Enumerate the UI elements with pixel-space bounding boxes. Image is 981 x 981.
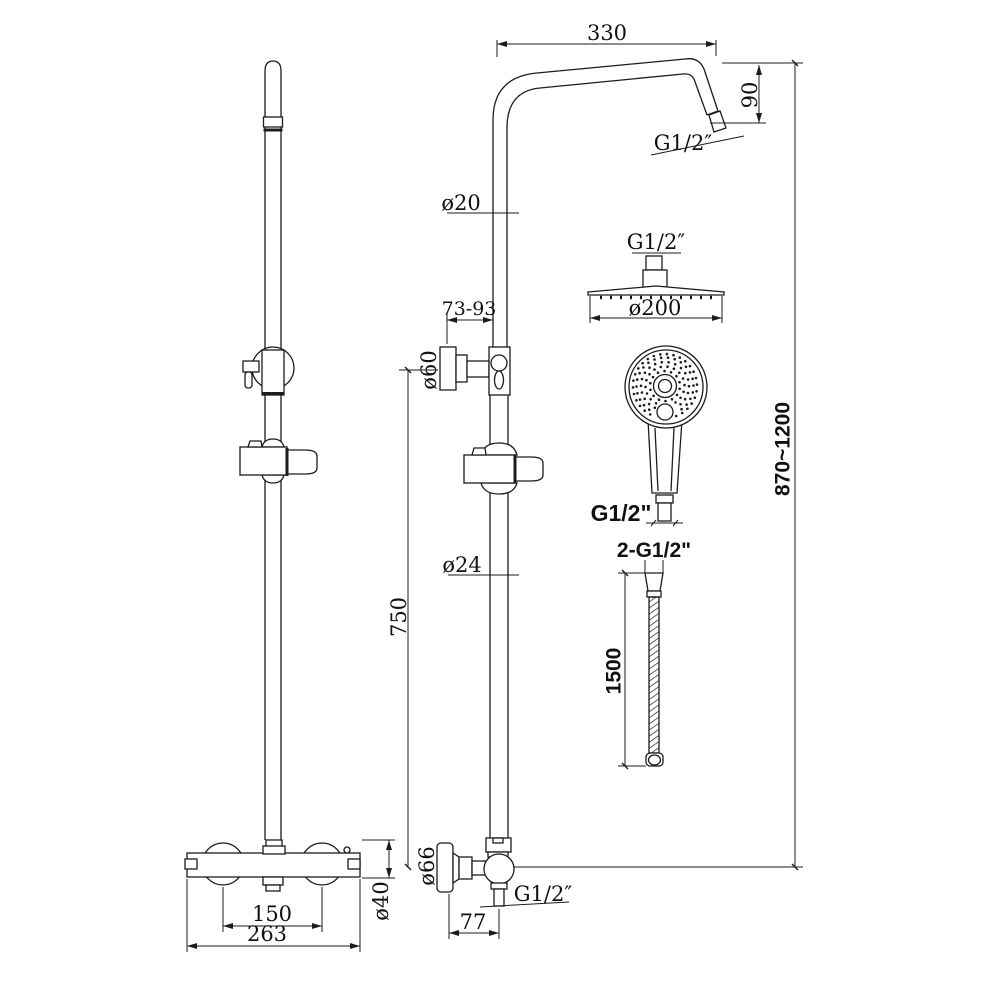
bracket-knob <box>490 354 508 372</box>
lower-pipe-dia-label: ø24 <box>442 553 481 577</box>
leader-inlet-thread <box>479 901 570 908</box>
holder-cup <box>514 456 544 482</box>
side-valve-body <box>186 852 361 878</box>
bracket-adjust-label: 73-93 <box>442 298 497 320</box>
side-holder-bottom-fillet <box>261 474 285 484</box>
inlet-flange <box>436 842 454 893</box>
side-holder-tab <box>247 440 263 448</box>
hose-length-label: 1500 <box>603 648 626 695</box>
side-holder-block <box>239 446 288 476</box>
side-valve-left-cap <box>184 858 198 870</box>
arm-nipple <box>708 110 727 133</box>
outlet-stub <box>493 888 505 907</box>
bracket-step <box>455 354 468 383</box>
dim-outlet-spacing-label: 150 <box>252 902 292 926</box>
rain-head-stub-upper <box>645 255 663 271</box>
hose-top-nut <box>644 572 664 592</box>
hose-threads-label: 2-G1/2" <box>617 539 691 562</box>
hand-shower-handle <box>647 419 683 494</box>
side-valve-right-cap <box>347 858 361 870</box>
rain-head-detail: G1/2″ ø200 <box>587 230 725 323</box>
bracket-flange-dia-label: ø60 <box>417 350 441 389</box>
hand-shower-spray-dots <box>631 352 699 418</box>
handle-contour-right <box>670 427 675 492</box>
height-range-label: 870~1200 <box>772 402 795 496</box>
arm-joint-line <box>706 110 719 116</box>
hose-top-band <box>646 590 662 598</box>
side-valve-outlet <box>262 876 284 886</box>
side-column <box>264 60 282 840</box>
hand-shower-center-ring <box>652 373 678 399</box>
side-view: 150 263 ø40 <box>184 60 395 952</box>
upper-pipe-dia-label: ø20 <box>441 191 480 215</box>
dim-pipe-length-label: 750 <box>387 597 411 637</box>
bracket-knob-handle <box>493 370 505 390</box>
rain-head-dia-label: ø200 <box>629 296 682 320</box>
inlet-hex-nut <box>458 856 473 880</box>
holder-block <box>463 454 516 484</box>
arm-inner <box>506 73 708 347</box>
hand-shower-center-hole <box>657 378 673 394</box>
outlet-collar <box>490 882 508 890</box>
hose-body <box>648 596 660 754</box>
hand-shower-connector <box>657 502 672 522</box>
side-bracket-lever-pin <box>244 371 253 389</box>
side-bracket-lever <box>242 360 260 373</box>
handle-contour-left <box>654 427 659 492</box>
bracket-pipe <box>466 360 490 378</box>
side-bracket-slider <box>261 349 285 396</box>
dim-arm-length-label: 330 <box>587 21 627 45</box>
front-view: 330 90 G1/2″ ø20 750 73-93 ø60 <box>387 21 803 939</box>
inlet-ball-joint <box>483 853 515 885</box>
arm-thread-label: G1/2″ <box>654 131 713 155</box>
side-valve-button <box>343 846 351 854</box>
inlet-flange-dia-label: ø66 <box>415 846 439 885</box>
hose-detail: 2-G1/2" 1500 <box>603 539 691 770</box>
side-valve-outlet-tip <box>265 884 281 892</box>
column-base-nut-notch <box>492 837 504 844</box>
holder-tab <box>471 447 487 456</box>
tick-hand-right <box>672 519 679 527</box>
side-valve-top-nut <box>262 845 286 855</box>
rain-head-stub-lower <box>642 269 668 288</box>
rain-head-thread-label: G1/2″ <box>627 230 686 254</box>
dim-valve-width-label: 263 <box>247 922 287 946</box>
tick-hand-left <box>650 519 657 527</box>
holder-top-fillet <box>480 442 518 456</box>
holder-bottom-fillet <box>480 482 518 495</box>
leader-arm-thread <box>650 135 745 156</box>
hose-bottom-nut-face <box>647 754 662 766</box>
dim-valve-dia-label: ø40 <box>369 881 393 920</box>
inlet-offset-label: 77 <box>460 910 487 934</box>
inlet-thread-label: G1/2″ <box>514 882 573 906</box>
hand-shower-mode-button <box>656 403 674 421</box>
hand-shower-detail: G1/2" <box>591 345 708 527</box>
dim-arm-drop-label: 90 <box>738 82 762 109</box>
side-column-band <box>262 116 284 128</box>
side-holder-cup <box>286 449 318 475</box>
bracket-flange <box>439 346 457 391</box>
hand-shower-connector-band <box>655 494 674 504</box>
arm-outer <box>492 58 719 347</box>
inlet-cone <box>452 851 460 885</box>
hand-shower-thread-label: G1/2" <box>591 500 652 526</box>
side-holder-top-fillet <box>261 438 285 448</box>
rain-head-body <box>587 285 725 296</box>
